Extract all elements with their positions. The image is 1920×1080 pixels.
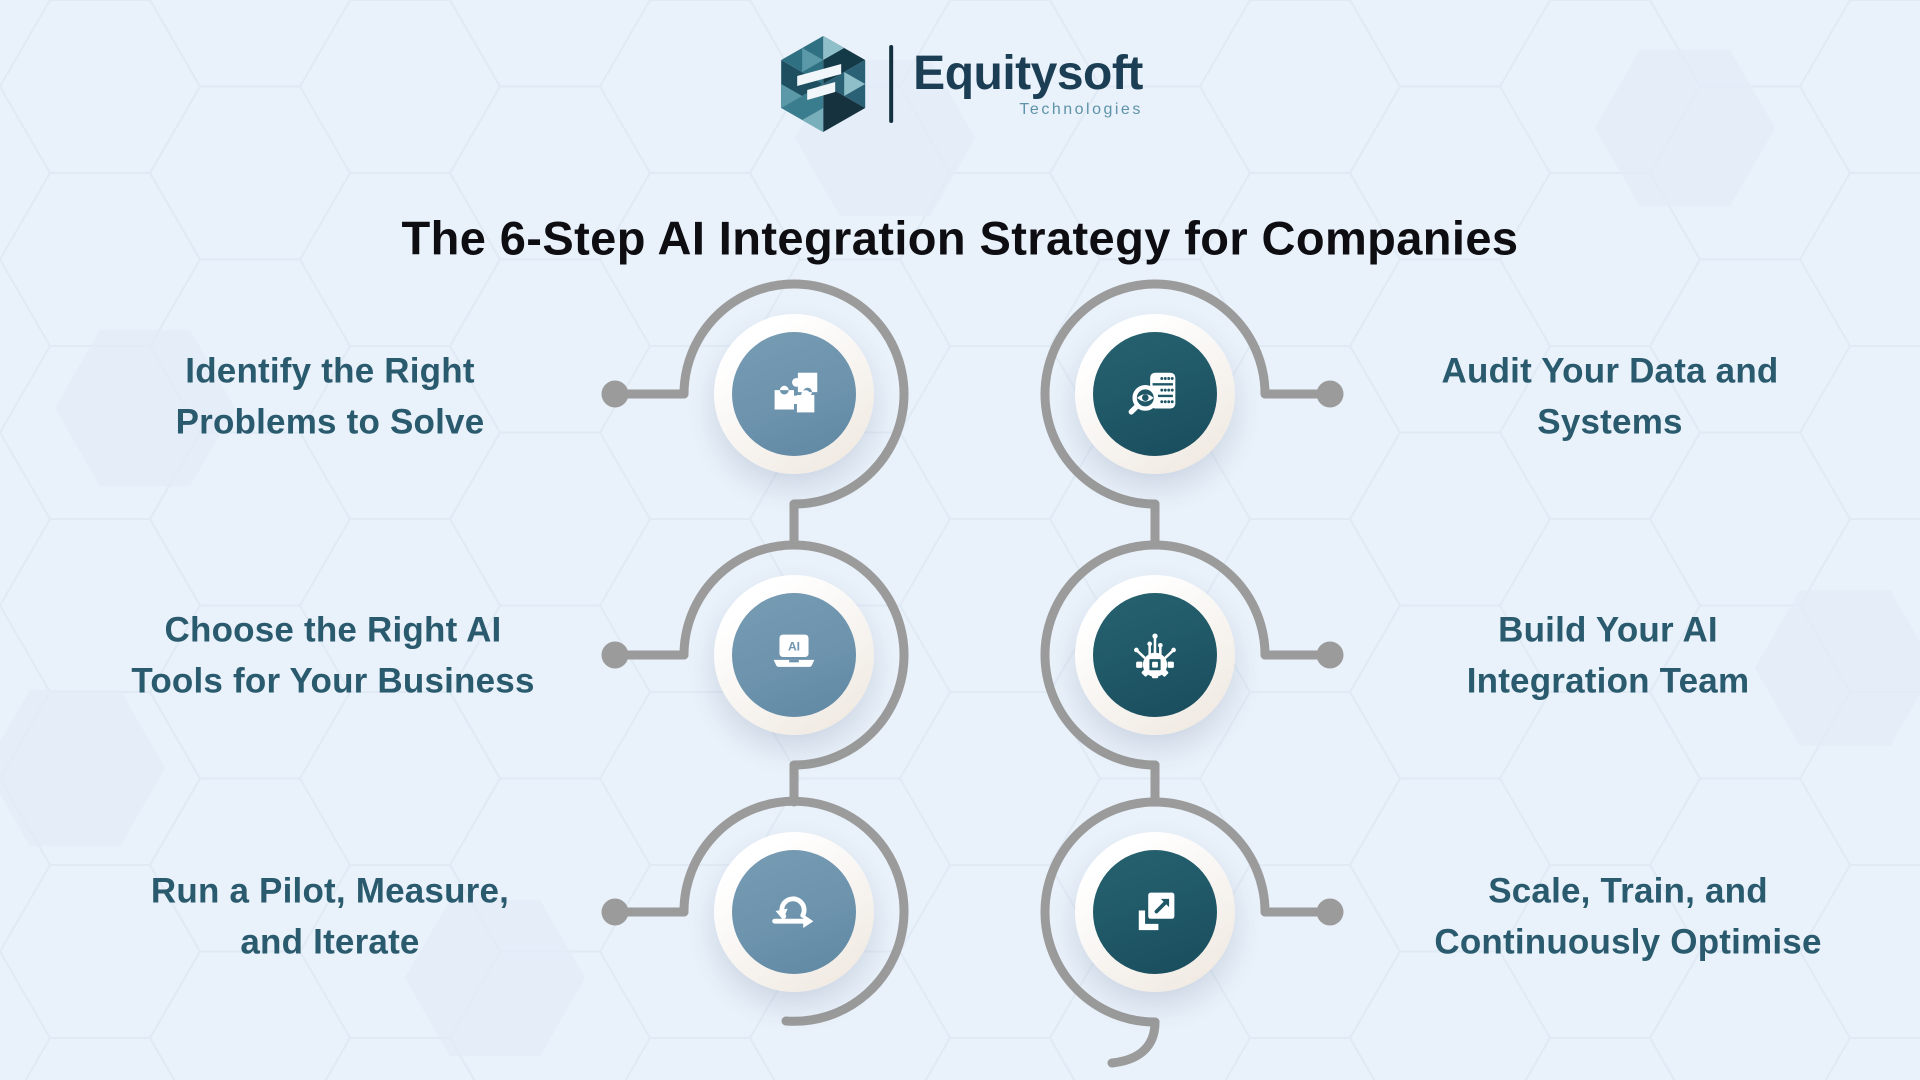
data-audit-icon (1128, 372, 1176, 415)
step-core (732, 332, 856, 456)
step-label-6: Scale, Train, and Continuously Optimise (1348, 866, 1908, 969)
step-label-line: Identify the Right (185, 351, 475, 391)
step-label-4: Audit Your Data and Systems (1330, 346, 1890, 449)
step-label-line: Systems (1537, 403, 1683, 442)
brand-subtitle: Technologies (1019, 100, 1143, 118)
step-core (1093, 593, 1217, 717)
step-label-3: Run a Pilot, Measure, and Iterate (50, 866, 610, 969)
ai-gear-icon (1134, 633, 1176, 679)
step-label-line: Continuously Optimise (1434, 923, 1822, 962)
step-label-line: Audit Your Data and (1441, 351, 1779, 391)
lead-dot-4 (1316, 380, 1344, 408)
ring-step-6 (1040, 797, 1270, 1027)
step-circle-2: AI (714, 575, 874, 735)
ring-step-3 (679, 796, 909, 1026)
lead-dot-1 (601, 380, 629, 408)
step-circle-6 (1075, 832, 1235, 992)
puzzle-icon (774, 372, 818, 413)
ring-step-5 (1040, 540, 1270, 770)
step-circle-1 (714, 314, 874, 474)
step-label-line: and Iterate (240, 923, 420, 962)
hexagon-mosaic-logo (781, 36, 866, 132)
step-core (1093, 332, 1217, 456)
scale-icon (1138, 892, 1175, 931)
step-label-5: Build Your AI Integration Team (1328, 605, 1888, 708)
step-circle-3 (714, 832, 874, 992)
step-label-line: Choose the Right AI (164, 610, 502, 650)
step-core (732, 850, 856, 974)
lead-dot-6 (1316, 898, 1344, 926)
stub-6-tail (1107, 1017, 1160, 1068)
laptop-ai-text: AI (788, 640, 800, 654)
step-label-line: Scale, Train, and (1488, 871, 1768, 911)
ring-step-2 (679, 540, 909, 770)
step-label-line: Problems to Solve (175, 403, 485, 442)
step-label-line: Tools for Your Business (131, 662, 535, 701)
iterate-icon (772, 896, 814, 928)
step-core: AI (732, 593, 856, 717)
ring-step-1 (679, 279, 909, 509)
step-label-1: Identify the Right Problems to Solve (50, 346, 610, 449)
ring-step-4 (1040, 279, 1270, 509)
step-label-line: Integration Team (1466, 662, 1750, 701)
step-label-2: Choose the Right AI Tools for Your Busin… (53, 605, 613, 708)
step-circle-5 (1075, 575, 1235, 735)
lead-dot-5 (1316, 641, 1344, 669)
lead-dot-2 (601, 641, 629, 669)
step-label-line: Run a Pilot, Measure, (150, 871, 510, 911)
logo-divider (889, 45, 894, 123)
page-title: The 6-Step AI Integration Strategy for C… (401, 211, 1519, 265)
step-label-line: Build Your AI (1498, 610, 1718, 650)
brand-logo: Equitysoft Technologies (777, 34, 1143, 134)
step-core (1093, 850, 1217, 974)
step-circle-4 (1075, 314, 1235, 474)
ai-laptop-icon: AI (773, 634, 815, 667)
lead-dot-3 (601, 898, 629, 926)
brand-name: Equitysoft (913, 47, 1143, 101)
